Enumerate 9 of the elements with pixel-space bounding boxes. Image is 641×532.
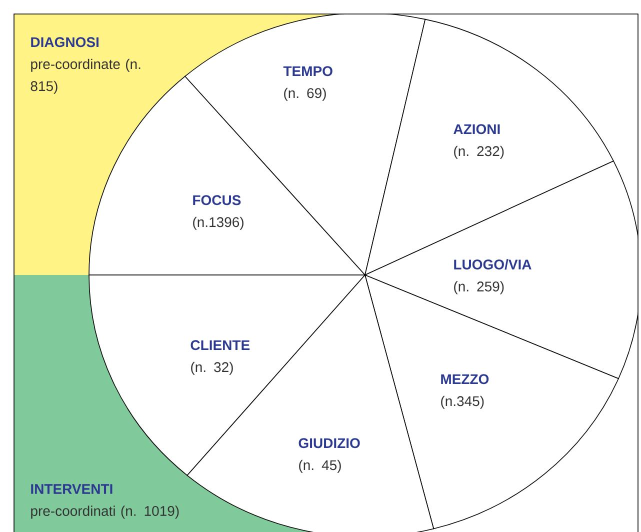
node-label: (n. 45)	[299, 460, 341, 473]
node-label: (n. 232)	[454, 146, 504, 159]
node-label: AZIONI	[454, 124, 500, 134]
node-label: LUOGO/VIA	[454, 259, 532, 270]
node-label: GIUDIZIO	[298, 438, 360, 448]
node-label: TEMPO	[283, 66, 332, 76]
node-label: (n.345)	[441, 396, 484, 409]
node-label: (n. 69)	[284, 88, 326, 101]
node-label: (n. 259)	[454, 281, 504, 294]
